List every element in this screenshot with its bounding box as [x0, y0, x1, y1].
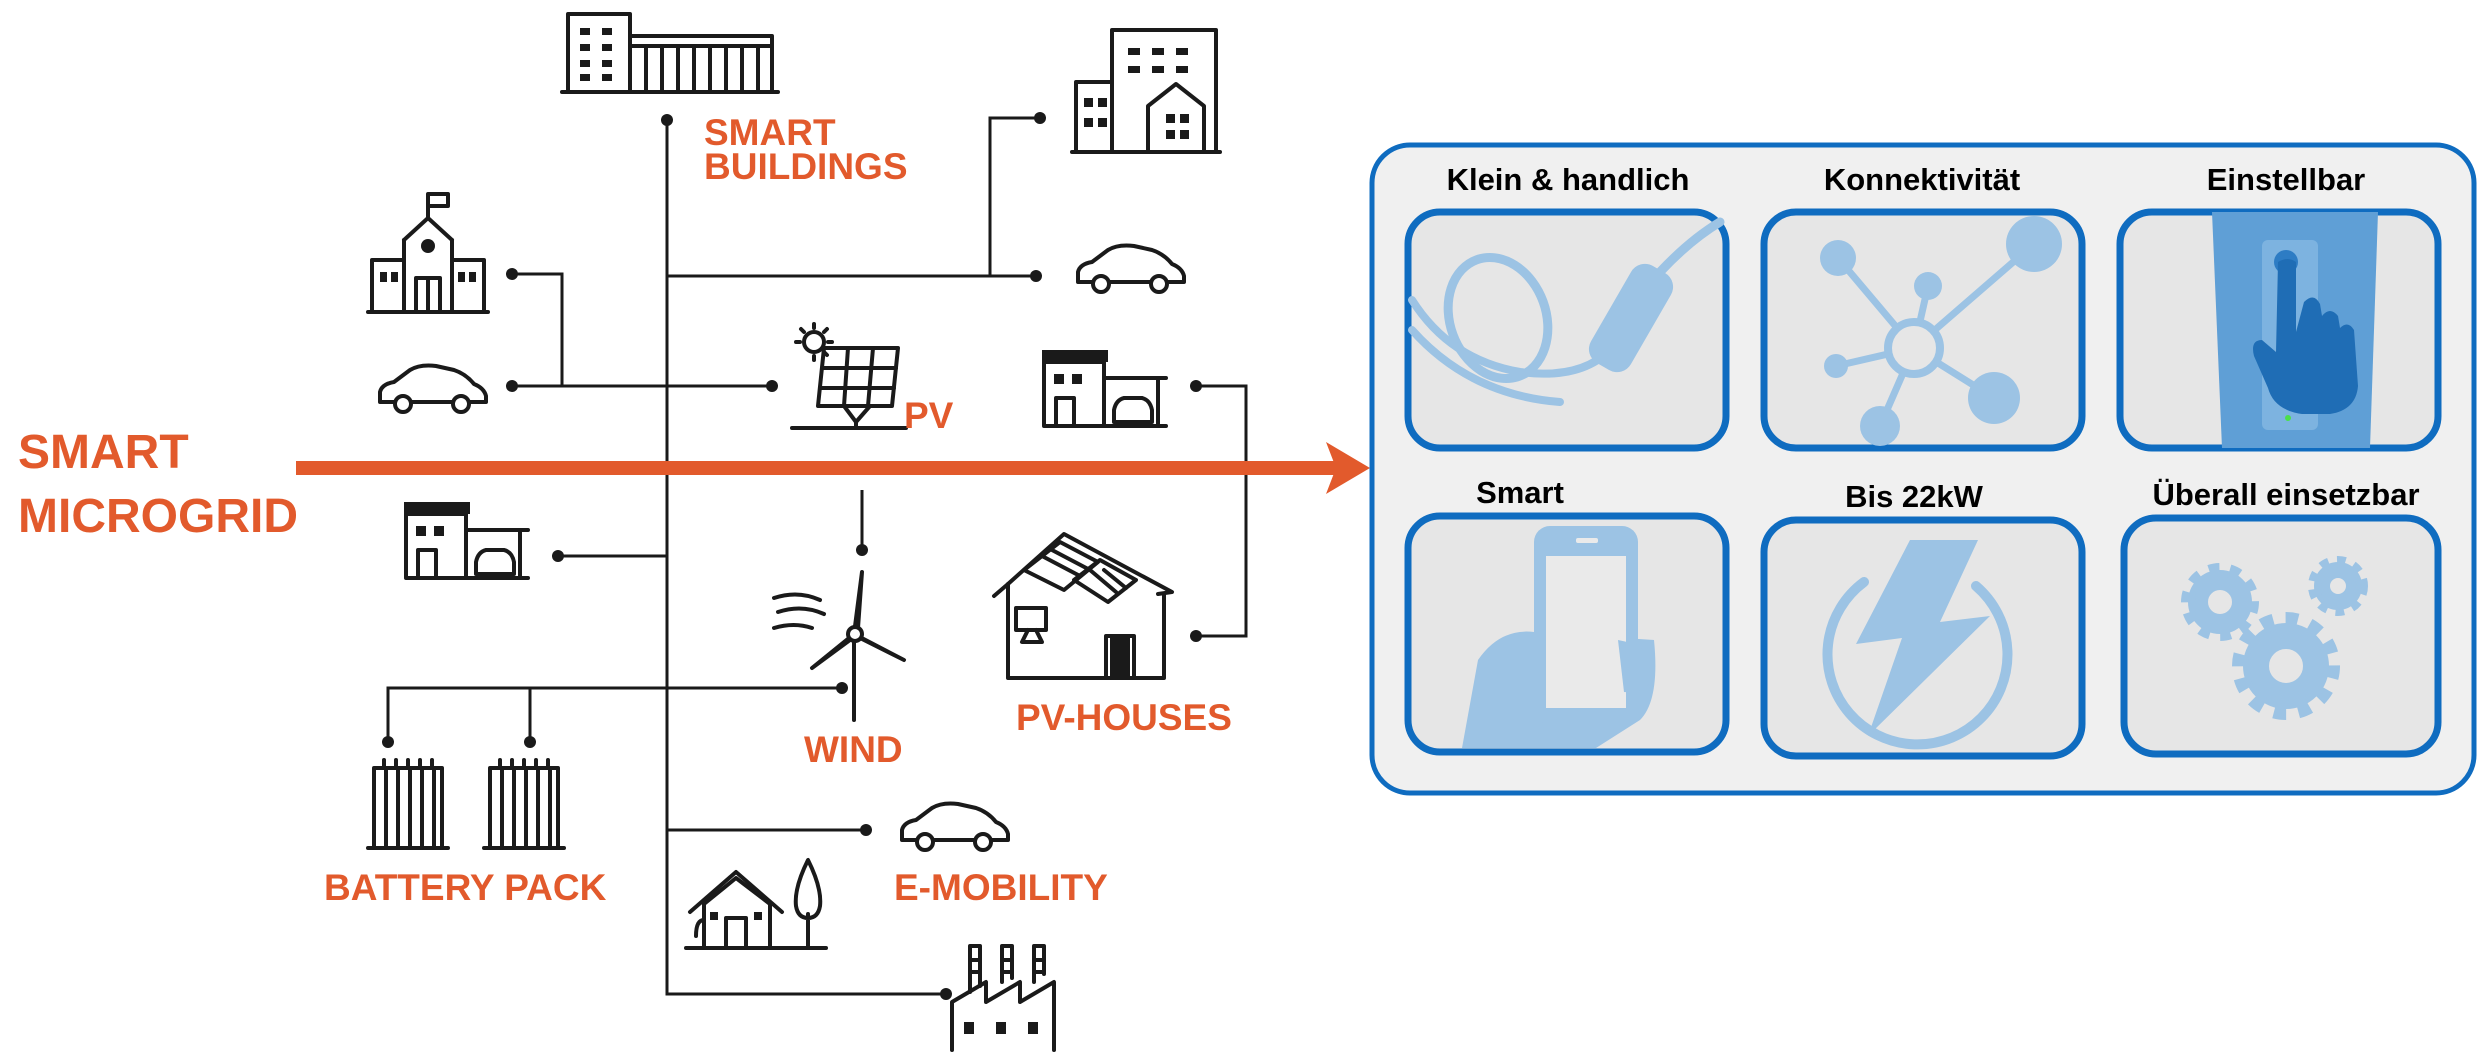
feature-title-klein: Klein & handlich — [1447, 162, 1690, 197]
feature-title-konnektivitaet: Konnektivität — [1824, 162, 2020, 197]
feature-tile-ueberall — [2120, 514, 2442, 758]
e-mobility-label: E-MOBILITY — [894, 867, 1108, 908]
pv-houses-label: PV-HOUSES — [1016, 697, 1232, 738]
battery-icon — [366, 758, 450, 850]
charging-cable-icon — [1408, 217, 1725, 406]
feature-title-einstellbar: Einstellbar — [2207, 162, 2366, 197]
lightning-icon — [1822, 540, 2013, 750]
wind-label: WIND — [804, 729, 903, 770]
smart-buildings-label-line1: SMART — [704, 112, 836, 153]
smart-microgrid-label-line1: SMART — [18, 426, 189, 479]
wind-turbine-icon — [772, 570, 906, 722]
feature-tile-smart — [1404, 512, 1730, 756]
network-icon — [1820, 216, 2062, 446]
gears-icon — [2181, 556, 2368, 720]
pv-label: PV — [904, 395, 954, 436]
car-icon — [1076, 243, 1186, 294]
pv-house-icon — [1040, 348, 1168, 428]
garage-house-icon — [402, 500, 530, 580]
factory-icon — [950, 944, 1056, 1052]
school-building-icon — [366, 192, 490, 314]
office-building-icon — [1070, 28, 1222, 154]
feature-title-smart: Smart — [1476, 475, 1564, 510]
feature-title-ueberall: Überall einsetzbar — [2152, 477, 2419, 512]
feature-tile-einstellbar — [2116, 208, 2442, 452]
touch-adjust-icon — [2212, 212, 2378, 448]
battery-pack-label: BATTERY PACK — [324, 867, 607, 908]
solar-panel-icon — [790, 322, 908, 430]
car-icon — [900, 801, 1010, 852]
feature-tile-konnektivitaet — [1760, 208, 2086, 452]
feature-title-bis-22kw: Bis 22kW — [1845, 479, 1984, 514]
feature-tile-klein — [1404, 208, 1730, 452]
house-with-trees-icon — [684, 858, 828, 950]
smart-buildings-label-line2: BUILDINGS — [704, 146, 908, 187]
smart-microgrid-label-line2: MICROGRID — [18, 490, 298, 543]
smart-building-icon — [560, 12, 780, 94]
smartphone-icon — [1462, 526, 1656, 748]
feature-panel: Klein & handlich Konnektivität Einstellb… — [1369, 142, 2477, 796]
feature-tile-bis-22kw — [1760, 516, 2086, 760]
bus-wiring — [382, 112, 1248, 1000]
car-icon — [378, 363, 488, 414]
solar-roof-house-icon — [992, 532, 1174, 680]
microgrid-arrow — [296, 442, 1370, 494]
battery-icon — [482, 758, 566, 850]
